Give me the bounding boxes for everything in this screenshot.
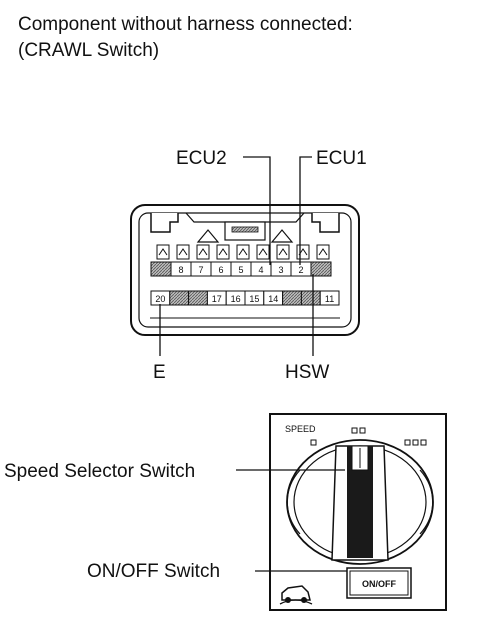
pin-number: 14: [268, 294, 278, 304]
pin-16: 16: [225, 290, 246, 306]
terminal-contact: [236, 244, 250, 260]
pin-number: 15: [249, 294, 259, 304]
pin-17: 17: [206, 290, 227, 306]
pin-7: 7: [190, 261, 212, 277]
terminal-contact: [256, 244, 270, 260]
figure-caption: Component without harness connected: (CR…: [18, 12, 353, 64]
speed-selector-switch-label: Speed Selector Switch: [4, 461, 195, 482]
pin-number: 8: [178, 265, 183, 275]
pin-number: 16: [231, 294, 241, 304]
ecu1-leader: [299, 156, 312, 265]
on-off-button-label: ON/OFF: [362, 579, 396, 589]
pin-6: 6: [210, 261, 232, 277]
pin-number: 3: [278, 265, 283, 275]
pin-3: 3: [270, 261, 292, 277]
speed-mark-2: [351, 427, 366, 434]
speed-label: SPEED: [285, 424, 316, 434]
pin-row-bottom: 20 17 16 15 14 11: [150, 290, 340, 306]
on-off-button[interactable]: ON/OFF: [346, 567, 412, 599]
pin-5: 5: [230, 261, 252, 277]
terminal-contact: [316, 244, 330, 260]
pin-blank: [310, 261, 332, 277]
terminal-contact: [176, 244, 190, 260]
pin-2: 2: [290, 261, 312, 277]
pin-blank: [150, 261, 172, 277]
pin-row-top: 8 7 6 5 4 3 2: [150, 261, 332, 277]
pin-number: 6: [218, 265, 223, 275]
pin-number: 4: [258, 265, 263, 275]
ecu2-leader: [243, 156, 271, 265]
pin-number: 2: [298, 265, 303, 275]
pin-blank: [282, 290, 302, 306]
caption-line-2: (CRAWL Switch): [18, 40, 160, 61]
pin-number: 7: [198, 265, 203, 275]
pin-number: 20: [155, 294, 165, 304]
pin-14: 14: [263, 290, 284, 306]
terminal-contact: [296, 244, 310, 260]
e-terminal-label: E: [153, 362, 166, 383]
speed-mark-1: [310, 439, 317, 446]
terminal-contact: [276, 244, 290, 260]
pin-number: 11: [325, 294, 334, 304]
terminal-contact: [216, 244, 230, 260]
crawl-vehicle-icon: [279, 585, 313, 605]
pin-8: 8: [170, 261, 192, 277]
hsw-terminal-label: HSW: [285, 362, 329, 383]
connector-leaders: [159, 156, 314, 356]
pin-number: 5: [238, 265, 243, 275]
pin-number: 17: [212, 294, 222, 304]
terminal-contact: [196, 244, 210, 260]
speed-mark-3: [404, 439, 427, 446]
terminal-contacts: [156, 244, 330, 260]
pin-15: 15: [244, 290, 265, 306]
pin-11: 11: [319, 290, 340, 306]
switch-leaders: [236, 469, 347, 572]
pin-blank: [300, 290, 321, 306]
terminal-contact: [156, 244, 170, 260]
ecu2-label: ECU2: [176, 148, 227, 169]
pin-blank: [188, 290, 208, 306]
ecu1-label: ECU1: [316, 148, 367, 169]
crawl-switch-panel: SPEED ON/OFF: [269, 413, 447, 611]
speed-selector-dial[interactable]: [286, 439, 434, 565]
pin-blank: [169, 290, 190, 306]
on-off-switch-label: ON/OFF Switch: [87, 561, 220, 582]
caption-line-1: Component without harness connected:: [18, 14, 353, 35]
pin-20: 20: [150, 290, 171, 306]
pin-4: 4: [250, 261, 272, 277]
